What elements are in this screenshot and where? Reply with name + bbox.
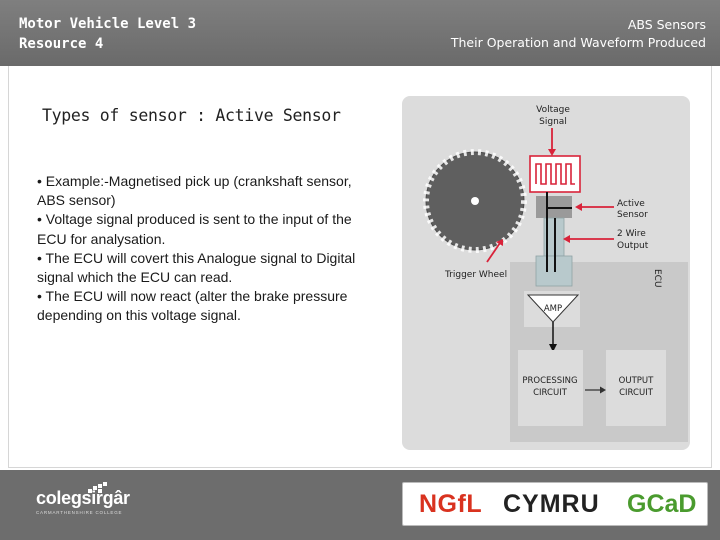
arrowhead [575, 203, 582, 211]
college-brand-subtitle: CARMARTHENSHIRE COLLEGE [36, 510, 123, 515]
processing-circuit-label: PROCESSING [522, 376, 577, 386]
header-bar: Motor Vehicle Level 3 Resource 4 ABS Sen… [0, 0, 720, 66]
output-circuit-label: OUTPUT [619, 376, 654, 386]
arrowhead [600, 386, 606, 394]
arrowhead [563, 235, 570, 243]
bullet-item: • The ECU will covert this Analogue sign… [37, 249, 356, 286]
voltage-signal-label: Voltage [536, 105, 570, 115]
signal-display [529, 155, 581, 193]
output-circuit-box [606, 350, 666, 426]
bullet-item: • Example:-Magnetised pick up (crankshaf… [37, 173, 352, 209]
header-course-title: Motor Vehicle Level 3 Resource 4 [19, 14, 196, 54]
header-course-line: Motor Vehicle Level 3 [19, 16, 197, 32]
logo-cymru-text: CYMRU [503, 490, 600, 518]
arrowhead [496, 239, 503, 246]
arrowhead [548, 149, 556, 156]
header-topic-line: ABS Sensors [627, 17, 706, 32]
logo-gcad-text: GCaD [627, 490, 697, 518]
college-brand-name: colegsirgâr [36, 488, 130, 508]
output-circuit-label: CIRCUIT [619, 388, 654, 398]
bullet-list: • Example:-Magnetised pick up (crankshaf… [37, 172, 357, 326]
waveform-icon [535, 163, 575, 185]
active-sensor-label: Sensor [617, 210, 648, 220]
ecu-label: ECU [652, 269, 662, 288]
trigger-wheel-label: Trigger Wheel [444, 270, 507, 280]
two-wire-output-label: 2 Wire [617, 229, 646, 239]
ngfl-cymru-gcad-logo: NGfL CYMRU GCaD [402, 482, 708, 526]
trigger-wheel-arrow [486, 242, 501, 263]
processing-circuit-label: CIRCUIT [533, 388, 568, 398]
header-subtopic-line: Their Operation and Waveform Produced [450, 35, 706, 50]
bullet-item: • The ECU will now react (alter the brak… [37, 288, 348, 324]
two-wire-output-label: Output [617, 241, 649, 251]
arrowhead [549, 344, 557, 352]
amp-label: AMP [544, 304, 562, 314]
slide-heading: Types of sensor : Active Sensor [42, 106, 341, 125]
logo-ngfl-text: NGfL [419, 490, 483, 518]
college-logo-icon [88, 482, 107, 493]
voltage-signal-label: Signal [539, 117, 567, 127]
trigger-wheel-icon [423, 149, 527, 253]
processing-circuit-box [518, 350, 583, 426]
bullet-item: • Voltage signal produced is sent to the… [37, 211, 352, 247]
header-resource-line: Resource 4 [19, 36, 104, 52]
active-sensor-diagram: Voltage Signal Active Sensor 2 Wire Outp… [402, 96, 690, 450]
active-sensor-label: Active [617, 199, 645, 209]
header-topic-title: ABS Sensors Their Operation and Waveform… [451, 16, 706, 52]
amp-symbol [526, 294, 580, 323]
